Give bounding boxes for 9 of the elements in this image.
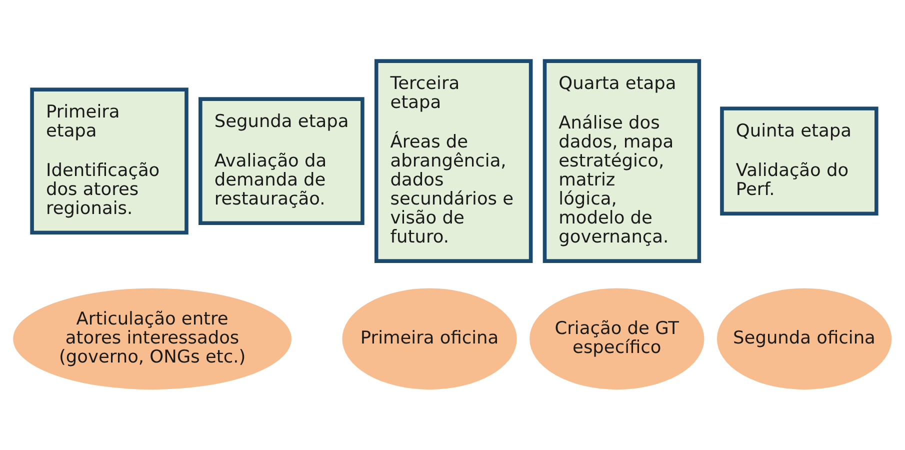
node-box: Terceira etapa Áreas de abrangência, dados secundários e visão de futuro.: [374, 59, 533, 263]
node-ellipse: Primeira oficina: [342, 288, 517, 390]
node-box: Segunda etapa Avaliação da demanda de restauração.: [198, 97, 364, 225]
node-ellipse: Articulação entre atores interessados (governo, ONGs etc.): [13, 288, 292, 390]
node-box: Quinta etapa Validação do Perf.: [720, 106, 878, 216]
node-box: Quarta etapa Análise dos dados, mapa estratégico, matriz lógica, modelo de governança.: [542, 59, 702, 263]
node-ellipse: Criação de GT específico: [530, 288, 704, 390]
node-ellipse: Segunda oficina: [716, 288, 892, 390]
node-box: Primeira etapa Identificação dos atores regionais.: [30, 88, 188, 234]
